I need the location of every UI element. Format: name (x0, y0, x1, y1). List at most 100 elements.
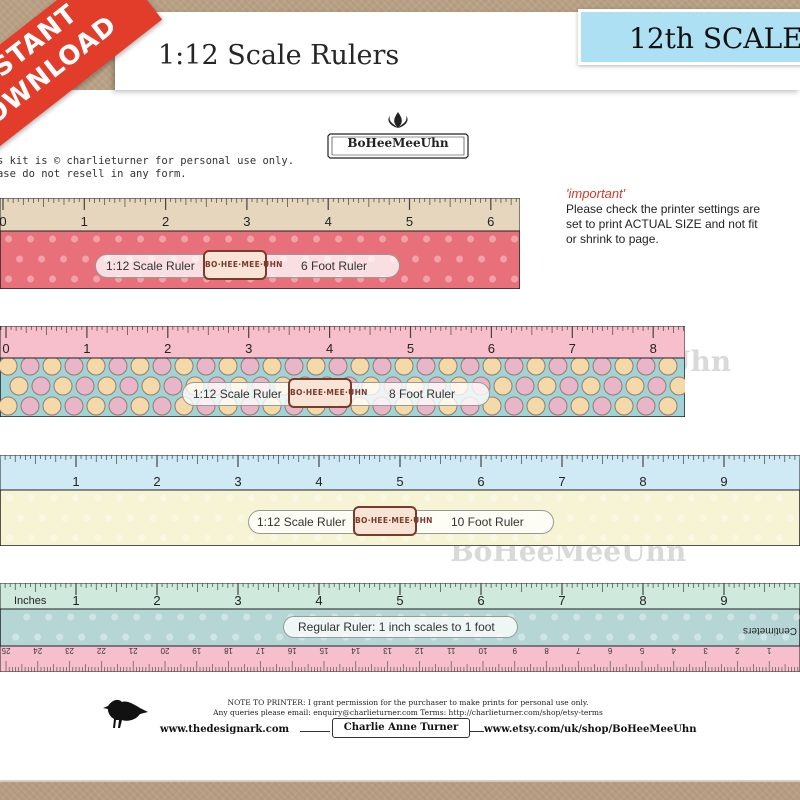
pattern-motif (71, 275, 79, 283)
cm-number: 25 (1, 646, 10, 655)
cm-number: 18 (224, 646, 233, 655)
pattern-motif (760, 633, 768, 641)
pattern-motif (666, 534, 674, 542)
pattern-motif (56, 633, 64, 641)
pattern-motif (467, 275, 475, 283)
scale-tab: 12th SCALE (578, 9, 800, 65)
pattern-motif (743, 514, 751, 522)
fleur-frame-icon (327, 112, 469, 159)
pattern-motif (490, 534, 498, 542)
pattern-motif (204, 494, 212, 502)
pattern-motif (247, 235, 255, 243)
pattern-motif (512, 534, 520, 542)
pattern-motif (204, 534, 212, 542)
ruler-number: 2 (164, 341, 171, 356)
pattern-motif (97, 376, 117, 396)
ruler-number: 5 (407, 341, 414, 356)
pattern-motif (628, 633, 636, 641)
pattern-motif (614, 396, 634, 416)
pattern-motif (644, 534, 652, 542)
pattern-motif (529, 613, 537, 621)
ruler-6-foot-scale-label: 1:12 Scale Ruler (106, 259, 195, 273)
signature-plate: Charlie Anne Turner (332, 718, 470, 738)
pattern-motif (738, 633, 746, 641)
pattern-motif (27, 235, 35, 243)
pattern-motif (218, 356, 238, 376)
ruler-number: 9 (720, 474, 727, 489)
pattern-motif (111, 613, 119, 621)
site-link-left[interactable]: www.thedesignark.com (160, 724, 290, 735)
pattern-motif (108, 356, 128, 376)
pattern-motif (647, 376, 667, 396)
pattern-motif (181, 235, 189, 243)
pattern-motif (166, 633, 174, 641)
copyright-line-1: This kit is © charlieturner for personal… (0, 155, 295, 167)
pattern-motif (163, 376, 183, 396)
pattern-motif (75, 376, 95, 396)
pattern-motif (402, 494, 410, 502)
pattern-motif (221, 613, 229, 621)
pattern-motif (570, 356, 590, 376)
pattern-motif (595, 613, 603, 621)
pattern-motif (456, 255, 464, 263)
pattern-motif (83, 514, 91, 522)
pattern-motif (754, 534, 762, 542)
pattern-motif (518, 633, 526, 641)
ruler-6-foot-logo: BO·HEE·MEE·UHN (203, 250, 282, 280)
pattern-motif (93, 235, 101, 243)
page-title: 1:12 Scale Rulers (158, 40, 400, 71)
pattern-motif (357, 235, 365, 243)
pattern-motif (683, 613, 691, 621)
pattern-motif (446, 494, 454, 502)
pattern-motif (732, 494, 740, 502)
pattern-motif (401, 235, 409, 243)
pattern-motif (669, 376, 685, 396)
tick-strip (0, 326, 685, 359)
pattern-motif (225, 235, 233, 243)
pattern-motif (64, 356, 84, 376)
ruler-number: 5 (396, 593, 403, 608)
copyright-notice: This kit is © charlieturner for personal… (0, 155, 294, 181)
pattern-motif (754, 494, 762, 502)
scale-tab-label: 12th SCALE (629, 22, 800, 55)
ruler-regular-label-pill: Regular Ruler: 1 inch scales to 1 foot (283, 616, 518, 638)
pattern-motif (34, 633, 42, 641)
ruler-number: 8 (639, 593, 646, 608)
pattern-motif (50, 494, 58, 502)
pattern-motif (716, 633, 724, 641)
copyright-line-2: Please do not resell in any form. (0, 168, 187, 180)
cm-number: 22 (96, 646, 105, 655)
pattern-motif (534, 494, 542, 502)
pattern-motif (636, 356, 656, 376)
pattern-motif (336, 534, 344, 542)
pattern-motif (6, 494, 14, 502)
pattern-motif (226, 534, 234, 542)
pattern-motif (636, 396, 656, 416)
site-link-right[interactable]: www.etsy.com/uk/shop/BoHeeMeeUhn (484, 724, 697, 735)
ruler-number: 2 (162, 214, 169, 229)
cm-number: 20 (160, 646, 169, 655)
pattern-motif (9, 376, 29, 396)
pattern-motif (265, 613, 273, 621)
pattern-motif (424, 534, 432, 542)
pattern-motif (336, 494, 344, 502)
ruler-number: 4 (315, 593, 322, 608)
pattern-motif (500, 255, 508, 263)
pattern-motif (160, 534, 168, 542)
pattern-motif (210, 633, 218, 641)
ruler-number: 3 (234, 474, 241, 489)
pattern-motif (380, 494, 388, 502)
pattern-motif (644, 494, 652, 502)
pattern-motif (358, 534, 366, 542)
pattern-motif (196, 356, 216, 376)
pattern-motif (511, 275, 519, 283)
pattern-motif (53, 376, 73, 396)
pattern-motif (489, 235, 497, 243)
ruler-10-foot-logo: BO·HEE·MEE·UHN (353, 506, 432, 536)
pattern-motif (556, 494, 564, 502)
pattern-motif (61, 514, 69, 522)
pattern-motif (50, 534, 58, 542)
